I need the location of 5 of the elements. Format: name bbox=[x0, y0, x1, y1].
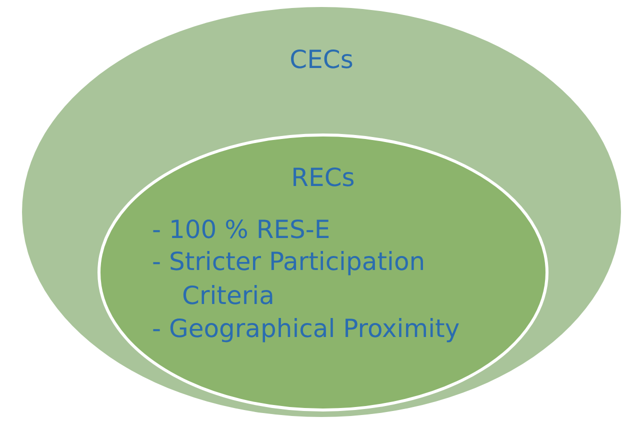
list-item: - 100 % RES-E bbox=[152, 215, 332, 244]
region-title: RECs bbox=[290, 163, 356, 192]
region-title: CECs bbox=[288, 45, 354, 74]
list-item: - Stricter Participation Criteria bbox=[152, 246, 426, 312]
list-item: - Geographical Proximity bbox=[152, 314, 461, 343]
